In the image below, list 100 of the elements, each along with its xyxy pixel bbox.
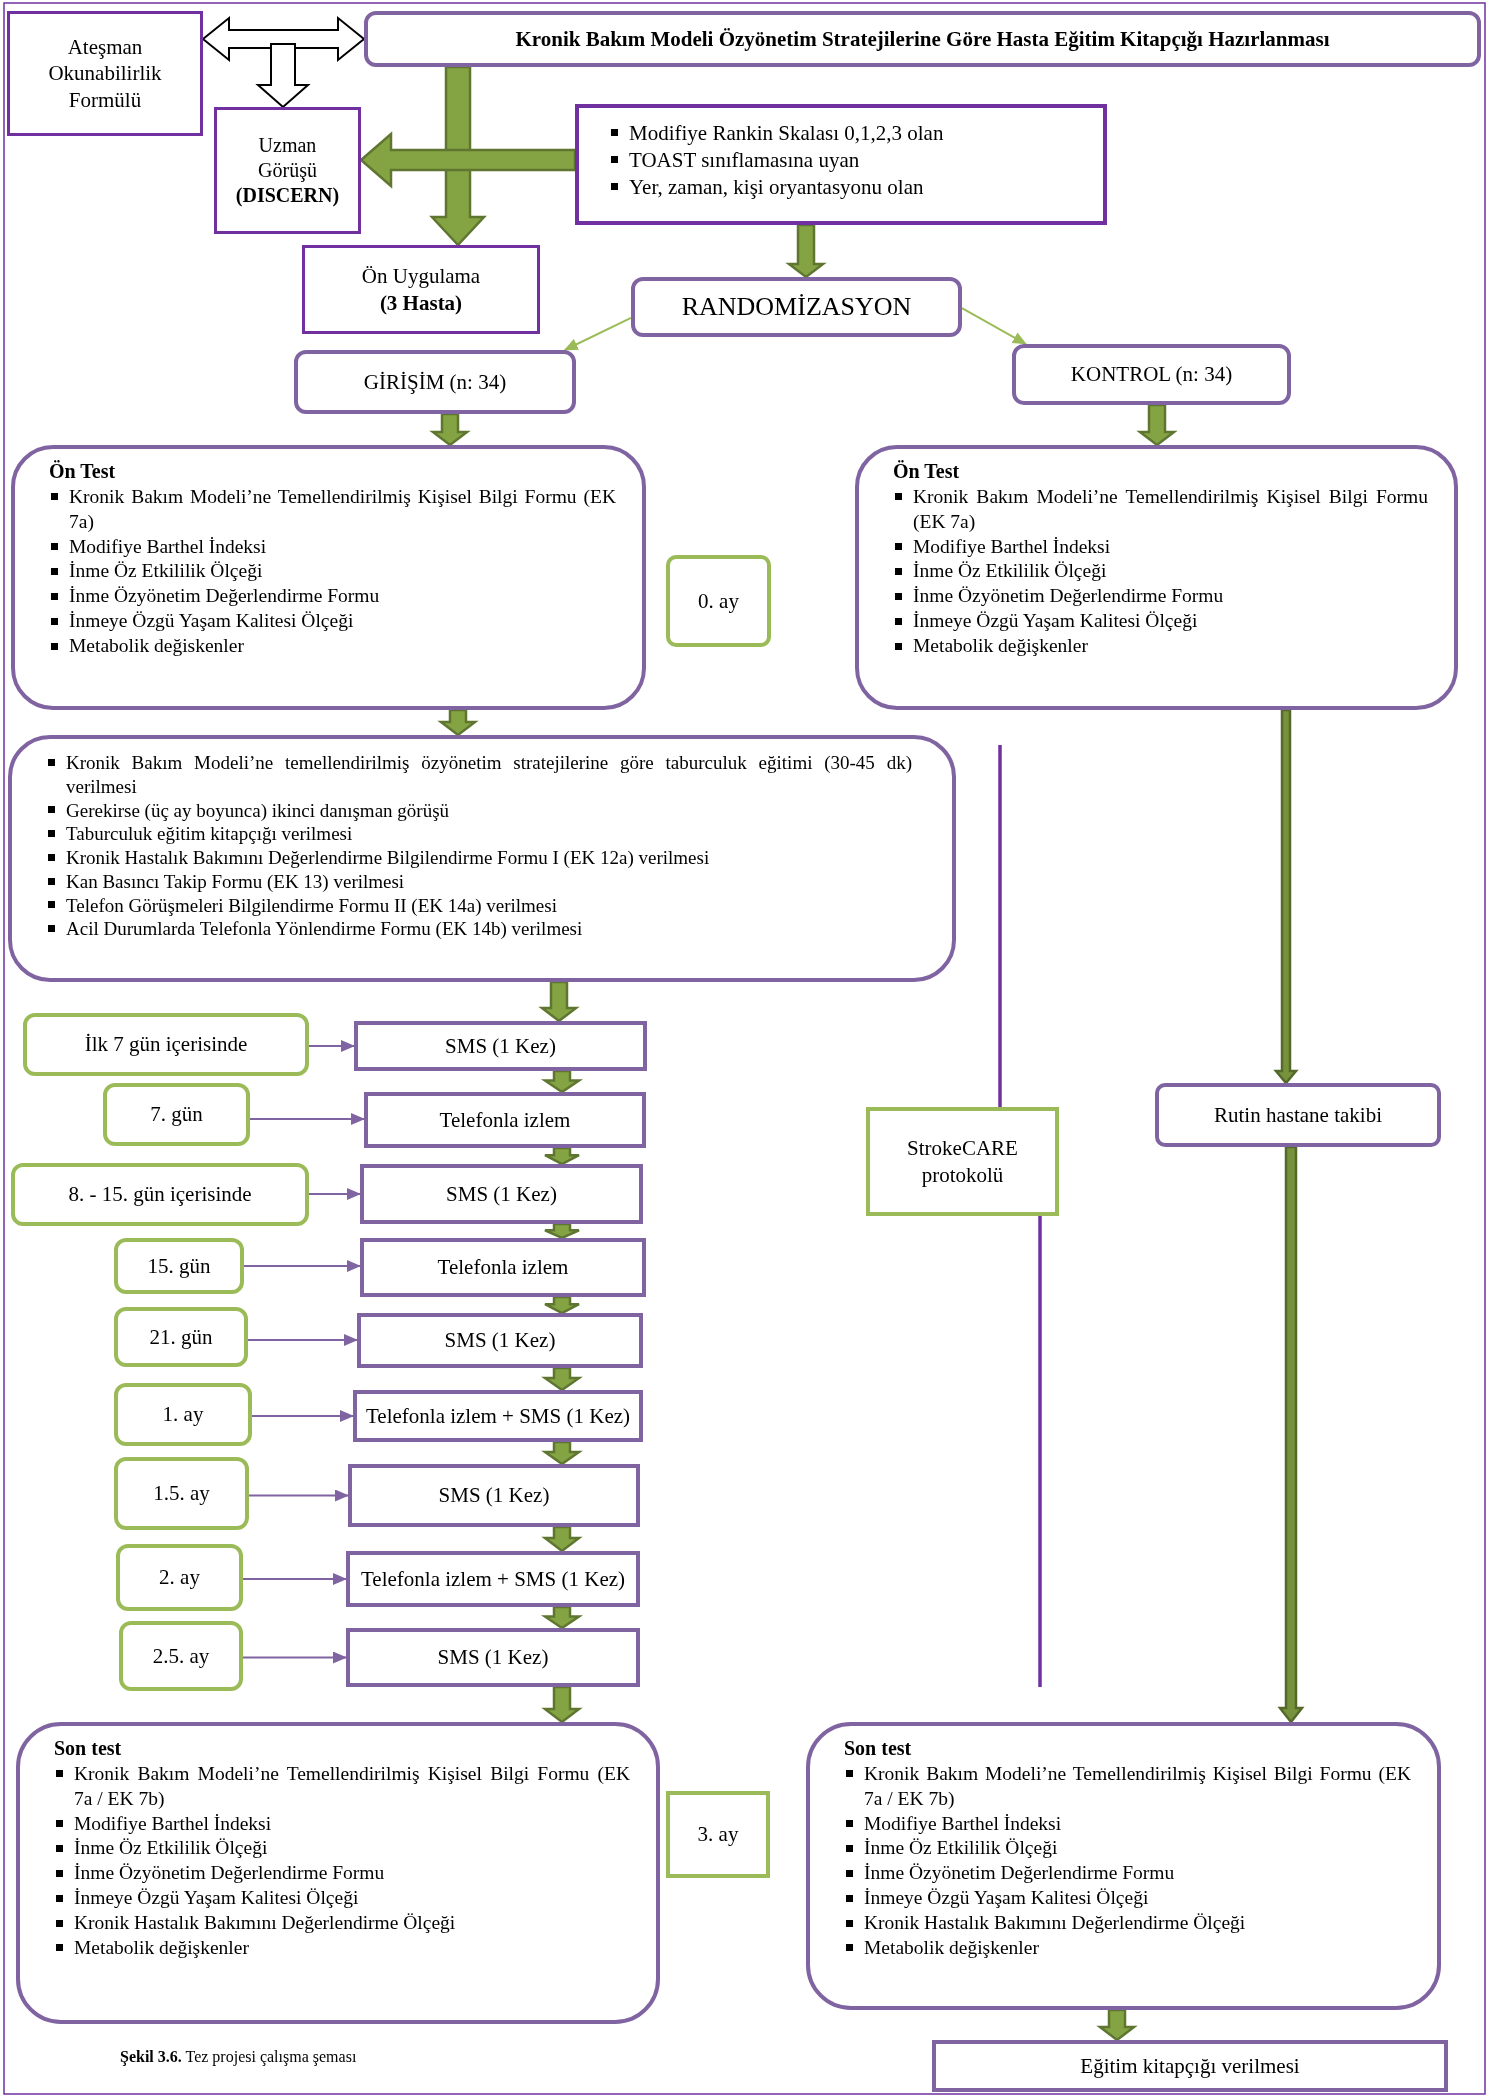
box-label: Uzman Görüşü (DISCERN): [234, 133, 341, 208]
process-box: [7, 11, 203, 136]
time-label-box: [114, 1307, 248, 1367]
list-item: Gerekirse (üç ay boyunca) ikinci danışman görüşü: [46, 798, 912, 823]
box-label: SMS (1 Kez): [445, 1032, 556, 1060]
time-label-box: [114, 1457, 249, 1530]
box-label: KONTROL (n: 34): [1070, 361, 1233, 388]
connector-line: [998, 745, 1002, 1107]
block-arrow: [541, 1525, 583, 1553]
process-box: [357, 1313, 643, 1368]
list-card: [16, 1722, 660, 2024]
arrow: [249, 1113, 365, 1125]
list-item: İnme Öz Etkililik Ölçeği: [54, 1836, 630, 1862]
time-label-box: [666, 1791, 770, 1878]
list-item: İnme Öz Etkililik Ölçeği: [893, 559, 1428, 585]
process-box: [346, 1628, 640, 1687]
arrow: [242, 1573, 347, 1585]
box-label: SMS (1 Kez): [438, 1482, 550, 1509]
list-item: Modifiye Barthel İndeksi: [844, 1811, 1411, 1837]
list-item: İnmeye Özgü Yaşam Kalitesi Ölçeği: [844, 1886, 1411, 1912]
box-label: 15. gün: [147, 1252, 211, 1280]
block-arrow: [541, 1366, 583, 1392]
time-label-box: [103, 1083, 250, 1146]
connector-line: [1038, 1216, 1042, 1687]
process-box: [932, 2040, 1448, 2092]
arrow: [248, 1489, 349, 1502]
list-item: Kronik Hastalık Bakımını Değerlendirme Ölçeği: [844, 1911, 1411, 1937]
list-item: Taburculuk eğitim kitapçığı verilmesi: [46, 822, 912, 846]
list-item: Kronik Bakım Modeli’ne temellendirilmiş özyönetim stratejilerine göre taburculuk eğitimi (30-45 dk) verilmesi: [46, 751, 912, 799]
arrow: [247, 1334, 358, 1346]
arrow: [243, 1260, 361, 1272]
box-label: 0. ay: [698, 587, 739, 615]
block-arrow: [541, 1440, 583, 1466]
block-arrow: [543, 1295, 581, 1315]
list-card: [575, 104, 1107, 225]
box-label: 21. gün: [149, 1323, 213, 1351]
box-label: 2.5. ay: [152, 1642, 210, 1670]
process-box: [214, 107, 361, 234]
list-item: İnmeye Özgü Yaşam Kalitesi Ölçeği: [893, 609, 1428, 635]
block-arrow: [543, 1146, 581, 1166]
box-label: 2. ay: [159, 1564, 200, 1591]
list-item: Modifiye Barthel İndeksi: [893, 534, 1428, 560]
list-item: Metabolik değişkenler: [893, 634, 1428, 660]
process-box: [353, 1390, 643, 1442]
time-label-box: [116, 1544, 243, 1611]
box-label: RANDOMİZASYON: [681, 290, 912, 323]
process-box: [1155, 1083, 1441, 1147]
card-heading: Ön Test: [893, 459, 961, 484]
box-label: Ön Uygulama (3 Hasta): [360, 263, 482, 316]
time-label-box: [23, 1013, 309, 1076]
box-label: 7. gün: [150, 1101, 203, 1128]
list-item: İnme Özyönetim Değerlendirme Formu: [893, 584, 1428, 610]
list-item: TOAST sınıflamasına uyan: [609, 146, 1083, 174]
block-arrow: [785, 223, 827, 279]
list-item: Modifiye Rankin Skalası 0,1,2,3 olan: [609, 120, 1083, 147]
list-item: Telefon Görüşmeleri Bilgilendirme Formu II (EK 14a) verilmesi: [46, 893, 912, 918]
box-label: Ateşman Okunabilirlik Formülü: [47, 34, 163, 113]
box-label: GİRİŞİM (n: 34): [363, 368, 507, 396]
arrow: [242, 1651, 347, 1664]
list-item: İnmeye Özgü Yaşam Kalitesi Ölçeği: [54, 1886, 630, 1912]
list-item: Yer, zaman, kişi oryantasyonu olan: [609, 173, 1083, 201]
list-item: Kronik Bakım Modeli’ne Temellendirilmiş Kişisel Bilgi Formu (EK 7a / EK 7b): [54, 1761, 630, 1812]
arrow: [251, 1410, 354, 1422]
card-heading: Ön Test: [49, 459, 117, 484]
box-label: Telefonla izlem: [437, 1254, 569, 1281]
box-label: Telefonla izlem: [439, 1106, 571, 1134]
hollow-arrow: [255, 43, 311, 109]
list-item: İnmeye Özgü Yaşam Kalitesi Ölçeği: [49, 609, 616, 635]
list-item: Kan Basıncı Takip Formu (EK 13) verilmesi: [46, 869, 912, 894]
process-box: [354, 1021, 647, 1071]
process-box: [364, 1092, 646, 1148]
process-box: [348, 1464, 640, 1527]
figure-caption: Şekil 3.6. Tez projesi çalışma şeması: [120, 2048, 357, 2066]
time-label-box: [114, 1383, 252, 1446]
arrow: [961, 307, 1027, 345]
box-label: 1.5. ay: [153, 1480, 210, 1507]
box-label: Telefonla izlem + SMS (1 Kez): [360, 1565, 626, 1593]
process-box: [302, 245, 540, 334]
list-item: İnme Öz Etkililik Ölçeği: [844, 1836, 1411, 1862]
time-label-box: [114, 1238, 244, 1294]
arrow: [563, 316, 632, 351]
block-arrow: [540, 1069, 584, 1094]
box-label: Kronik Bakım Modeli Özyönetim Stratejilerine Göre Hasta Eğitim Kitapçığı Hazırlanması: [515, 25, 1330, 53]
list-item: İnme Öz Etkililik Ölçeği: [49, 559, 616, 585]
box-label: SMS (1 Kez): [444, 1327, 556, 1354]
block-arrow: [540, 1605, 584, 1630]
box-label: Rutin hastane takibi: [1214, 1101, 1382, 1129]
block-arrow: [1096, 2008, 1138, 2042]
list-item: Modifiye Barthel İndeksi: [54, 1811, 630, 1837]
block-arrow: [1277, 1145, 1305, 1725]
list-item: Metabolik değişkenler: [844, 1936, 1411, 1962]
block-arrow: [538, 980, 580, 1023]
process-box: [360, 1164, 643, 1224]
block-arrow: [359, 131, 577, 189]
process-box: [364, 11, 1481, 67]
arrow: [308, 1040, 355, 1052]
process-box: [631, 277, 962, 337]
list-item: Kronik Bakım Modeli’ne Temellendirilmiş Kişisel Bilgi Formu (EK 7a): [893, 484, 1428, 535]
process-box: [294, 350, 576, 414]
list-item: Kronik Hastalık Bakımını Değerlendirme Bilgilendirme Formu I (EK 12a) verilmesi: [46, 846, 912, 870]
